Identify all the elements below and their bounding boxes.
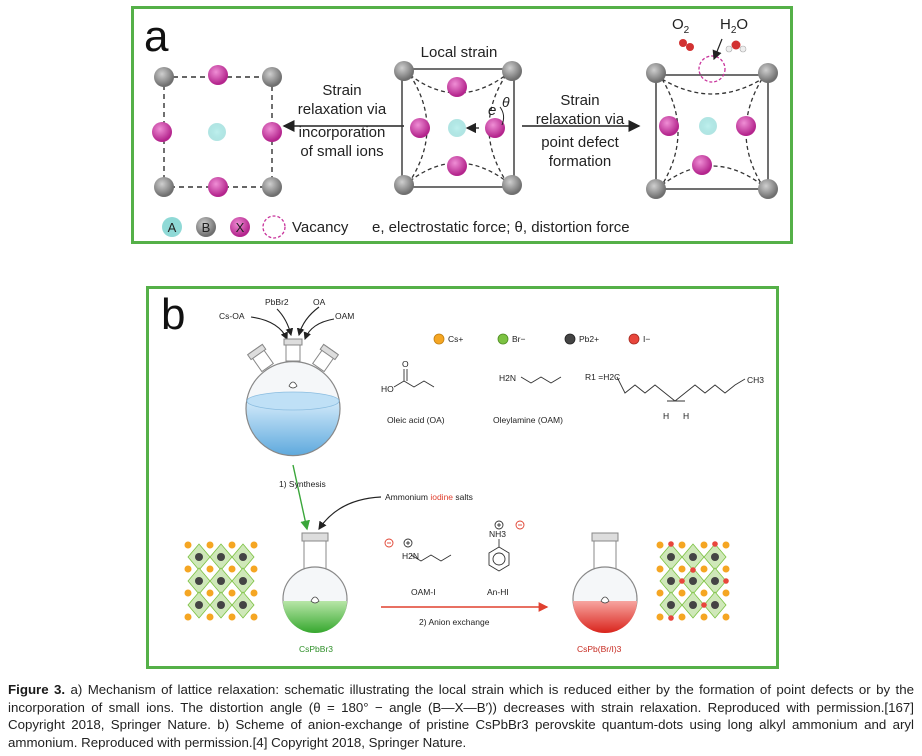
h3n-label: H2N [402,551,420,561]
an-hi-label: An-HI [487,587,509,597]
atom-b [502,61,522,81]
panel-b-diagram [184,306,746,633]
atom-b [154,177,174,197]
atom-b [646,179,666,199]
atom-x [447,77,467,97]
h-label-2: H [683,411,690,421]
legend-a: A [167,220,177,235]
ion-cs-label: Cs+ [448,334,464,344]
atom-b [394,61,414,81]
atom-b [262,67,282,87]
panel-a: a [131,6,793,244]
atom-x [262,122,282,142]
oleic-acid-structure [393,369,435,388]
atom-b [646,63,666,83]
lattice-cspbbr3 [184,541,258,621]
lattice-cspbbri3 [656,541,730,621]
h2n-label: H2N [499,373,517,383]
panel-b: b [146,286,779,669]
oleic-acid-label: Oleic acid (OA) [387,415,445,425]
ion-legend [433,333,640,345]
atom-a [208,123,226,141]
right-arrow-label: Strain relaxation via point defect forma… [535,92,625,170]
left-arrow-label: Strain relaxation via incorporation of s… [297,82,387,160]
step-anion-exchange: 2) Anion exchange [419,617,490,627]
oleylamine-label: Oleylamine (OAM) [493,415,563,425]
atom-x [447,156,467,176]
r1-label: R1 =H2C [585,372,621,382]
atom-x [485,118,505,138]
step-synthesis: 1) Synthesis [279,479,326,489]
product-cspbbri3: CsPb(Br/I)3 [577,644,622,654]
ion-i-label: I− [643,334,651,344]
atom-x [736,116,756,136]
o-label: O [402,359,409,369]
cell-left [152,65,282,197]
panel-b-letter: b [161,290,186,339]
caption-text: a) Mechanism of lattice relaxation: sche… [8,682,914,750]
reagent-oam: OAM [335,311,355,321]
panel-a-letter: a [144,12,169,61]
legend-x: X [235,220,245,235]
caption-label: Figure 3. [8,682,66,697]
atom-b [758,179,778,199]
atom-b [154,67,174,87]
h2o-label: H2O [720,16,749,36]
legend-vacancy: Vacancy [292,219,349,236]
flask-cspbbri3 [572,532,638,633]
atom-x [208,65,228,85]
cell-middle [394,61,522,195]
e-symbol: e [488,102,497,119]
product-cspbbr3: CsPbBr3 [299,644,334,654]
panel-a-diagram [152,38,778,239]
nh3-label: NH3 [489,529,507,539]
atom-b [262,177,282,197]
flask-cspbbr3 [282,532,348,633]
atom-x [692,155,712,175]
o2-label: O2 [672,16,690,36]
figure-caption: Figure 3. a) Mechanism of lattice relaxa… [8,681,914,751]
atom-x [659,116,679,136]
ion-pb-label: Pb2+ [579,334,600,344]
oleylamine-structure [520,376,562,384]
legend [162,215,286,239]
cell-right [646,38,778,199]
atom-b [394,175,414,195]
ion-br-label: Br− [512,334,526,344]
theta-symbol: θ [502,94,510,110]
ammonium-label: Ammonium iodine salts [385,492,473,502]
vacancy [698,55,726,83]
flask-synthesis [245,338,341,457]
atom-a [699,117,717,135]
ho-label: HO [381,384,394,394]
reagent-pbbr2: PbBr2 [265,297,289,307]
reagent-oa: OA [313,297,326,307]
oam-i-label: OAM-I [411,587,436,597]
r1-chain-structure [616,376,746,402]
ch3-label: CH3 [747,375,765,385]
local-strain-label: Local strain [420,44,498,61]
legend-b: B [201,220,211,235]
reagent-cs-oa: Cs-OA [219,311,245,321]
atom-x [152,122,172,142]
atom-b [758,63,778,83]
atom-b [502,175,522,195]
h-label-1: H [663,411,670,421]
atom-x [208,177,228,197]
legend-forces: e, electrostatic force; θ, distortion fo… [372,219,630,236]
atom-a [448,119,466,137]
atom-x [410,118,430,138]
anilinium-structure [488,539,510,572]
oam-i-structure [410,554,452,562]
